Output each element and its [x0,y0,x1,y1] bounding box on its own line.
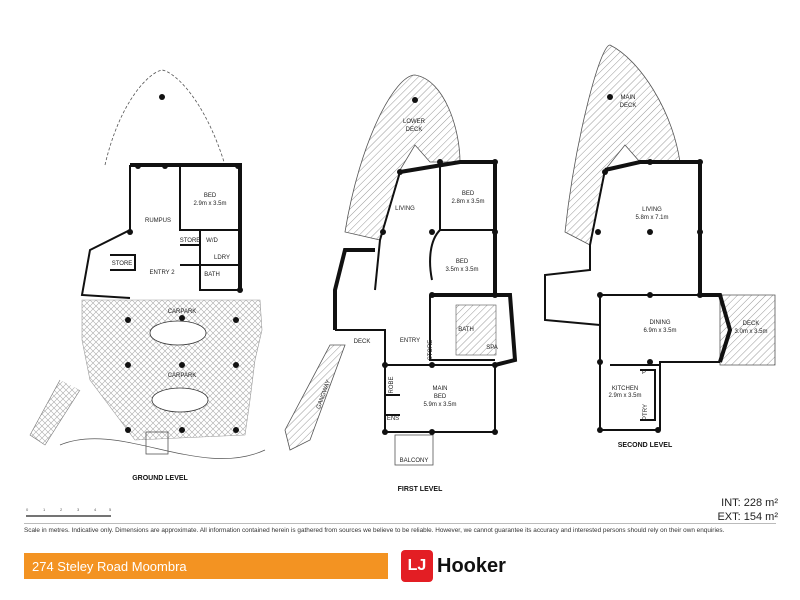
room-size: 2.9m x 3.5m [193,201,226,207]
room-label: W/D [206,238,218,244]
room-label: RUMPUS [145,218,171,224]
room-label: DECK [743,321,760,327]
scale-tick: 5 [109,507,112,512]
room-label: ENTRY 2 [149,270,175,276]
room-label: BED [456,259,469,265]
room-label: BATH [204,272,220,278]
room-label: CARPARK [168,309,197,315]
room-label: BED [204,193,217,199]
car-icon [149,320,207,346]
room-label: LOWER [403,119,426,125]
room-label: ROBE [389,376,395,393]
room-size: 5.9m x 3.5m [423,402,456,408]
room-label: LDRY [214,255,230,261]
area-summary: INT: 228 m² EXT: 154 m² [717,496,778,524]
room-label: DINING [650,320,671,326]
room-label: CARPARK [168,373,197,379]
external-area: EXT: 154 m² [717,511,778,523]
scale-tick: 2 [60,507,63,512]
car-icon [151,387,209,413]
room-size: 2.9m x 3.5m [608,393,641,399]
room-label: BED [462,191,475,197]
room-size: 3.5m x 3.5m [445,267,478,273]
disclaimer-text: Scale in metres. Indicative only. Dimens… [24,527,725,534]
room-label: LIVING [642,207,662,213]
room-label: STORE [428,340,434,361]
room-label: BALCONY [400,458,429,464]
address-banner: 274 Steley Road Moombra [24,553,388,579]
scale-tick: 1 [43,507,46,512]
divider [24,523,776,524]
level-title: GROUND LEVEL [132,475,188,482]
level-title: FIRST LEVEL [398,486,443,493]
ground-columns [125,163,243,433]
room-label: PTRY [643,404,649,420]
scale-bar: 0 1 2 3 4 5 [24,506,114,525]
scale-tick: 3 [77,507,80,512]
room-size: 2.8m x 3.5m [451,199,484,205]
room-size: 5.8m x 7.1m [635,215,668,221]
room-label: SPA [486,345,498,351]
room-label: STORE [180,238,201,244]
room-size: 6.9m x 3.5m [643,328,676,334]
room-label: DECK [620,103,637,109]
room-label: MAIN [621,95,636,101]
level-title: SECOND LEVEL [618,442,673,449]
room-size: 3.0m x 3.5m [734,329,767,335]
internal-area: INT: 228 m² [721,497,778,509]
ground-level-plan: BED 2.9m x 3.5m RUMPUS STORE W/D LDRY BA… [29,69,266,482]
room-label: BATH [458,327,474,333]
room-label: DECK [354,339,371,345]
logo-mark-icon: LJ [401,550,433,582]
room-label: MAIN [433,386,448,392]
room-label: ENS [387,416,399,422]
first-columns [380,97,498,435]
first-level-plan: LOWER DECK LIVING BED 2.8m x 3.5m BED 3.… [284,74,518,493]
second-columns [595,94,703,433]
room-label: P [642,370,646,376]
second-level-plan: MAIN DECK LIVING 5.8m x 7.1m DINING 6.9m… [544,44,776,449]
room-label: LIVING [395,206,415,212]
room-label: DECK [406,127,423,133]
scale-tick: 4 [94,507,97,512]
room-label: BED [434,394,447,400]
room-label: KITCHEN [612,386,638,392]
property-address: 274 Steley Road Moombra [32,559,187,574]
room-label: STORE [112,261,133,267]
logo-wordmark: Hooker [437,554,506,577]
scale-tick: 0 [26,507,29,512]
room-label: ENTRY [400,338,420,344]
brand-logo: LJ Hooker [401,549,517,583]
